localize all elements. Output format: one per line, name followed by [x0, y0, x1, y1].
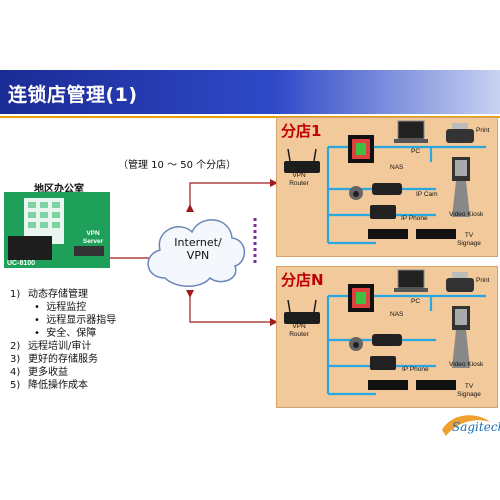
bN-pc-label: PC	[411, 298, 421, 305]
page-title: 连锁店管理(1)	[8, 84, 138, 106]
b1-kiosk-label: Video Kiosk	[449, 211, 484, 218]
cloud-branchN-link	[189, 290, 270, 323]
printer-icon	[446, 129, 474, 143]
company-logo: Sagitech	[452, 420, 500, 434]
bN-print-label: Print	[476, 277, 490, 284]
benefit-list: 1)动态存储管理 • 远程监控 • 远程显示器指导 • 安全、保障 2)远程培训…	[10, 288, 116, 392]
uc8100-device	[8, 236, 52, 260]
list-item: 1)动态存储管理	[10, 289, 88, 300]
pc-icon	[397, 120, 425, 140]
title-bar: 连锁店管理(1)	[0, 70, 500, 114]
branchN-network	[284, 269, 486, 396]
list-item: 5)降低操作成本	[10, 380, 88, 391]
projector-icon	[372, 334, 402, 346]
router-icon	[284, 161, 320, 173]
list-item: 2)远程培训/审计	[10, 341, 92, 352]
router-icon	[284, 312, 320, 324]
phone-icon	[370, 205, 396, 219]
b1-print-label: Print	[476, 127, 490, 134]
phone-icon	[370, 356, 396, 370]
bN-ipphone-label: IP Phone	[402, 366, 429, 373]
list-subitem: • 远程监控	[34, 302, 87, 313]
list-item: 3)更好的存储服务	[10, 354, 98, 365]
office-label: 地区办公室	[34, 184, 84, 195]
b1-ipcam-label: IP Cam	[416, 191, 438, 198]
branchN-title: 分店N	[281, 271, 324, 289]
title-accent-line	[0, 116, 500, 118]
logo-icon	[442, 415, 490, 436]
bN-kiosk-label: Video Kiosk	[449, 361, 484, 368]
cloud-icon	[147, 219, 246, 287]
office-building	[4, 192, 110, 268]
list-subitem: • 安全、保障	[34, 328, 97, 339]
list-item: 4)更多收益	[10, 367, 68, 378]
tv-icon	[368, 229, 408, 239]
cloud-label: Internet/VPN	[174, 236, 222, 262]
cloud-branch1-link	[189, 182, 270, 212]
b1-pc-label: PC	[411, 148, 421, 155]
device-label: UC-8100	[7, 260, 36, 267]
bN-nas-label: NAS	[390, 311, 404, 318]
branch-count-note: （管理 10 ～ 50 个分店）	[118, 160, 237, 171]
printer-icon	[446, 278, 474, 292]
list-subitem: • 远程显示器指导	[34, 315, 117, 326]
projector-icon	[372, 183, 402, 195]
b1-ipphone-label: IP Phone	[401, 215, 428, 222]
b1-nas-label: NAS	[390, 164, 404, 171]
branch1-network	[284, 120, 486, 245]
pc-icon	[397, 269, 425, 289]
tv-icon	[368, 380, 408, 390]
branch1-title: 分店1	[281, 122, 322, 140]
